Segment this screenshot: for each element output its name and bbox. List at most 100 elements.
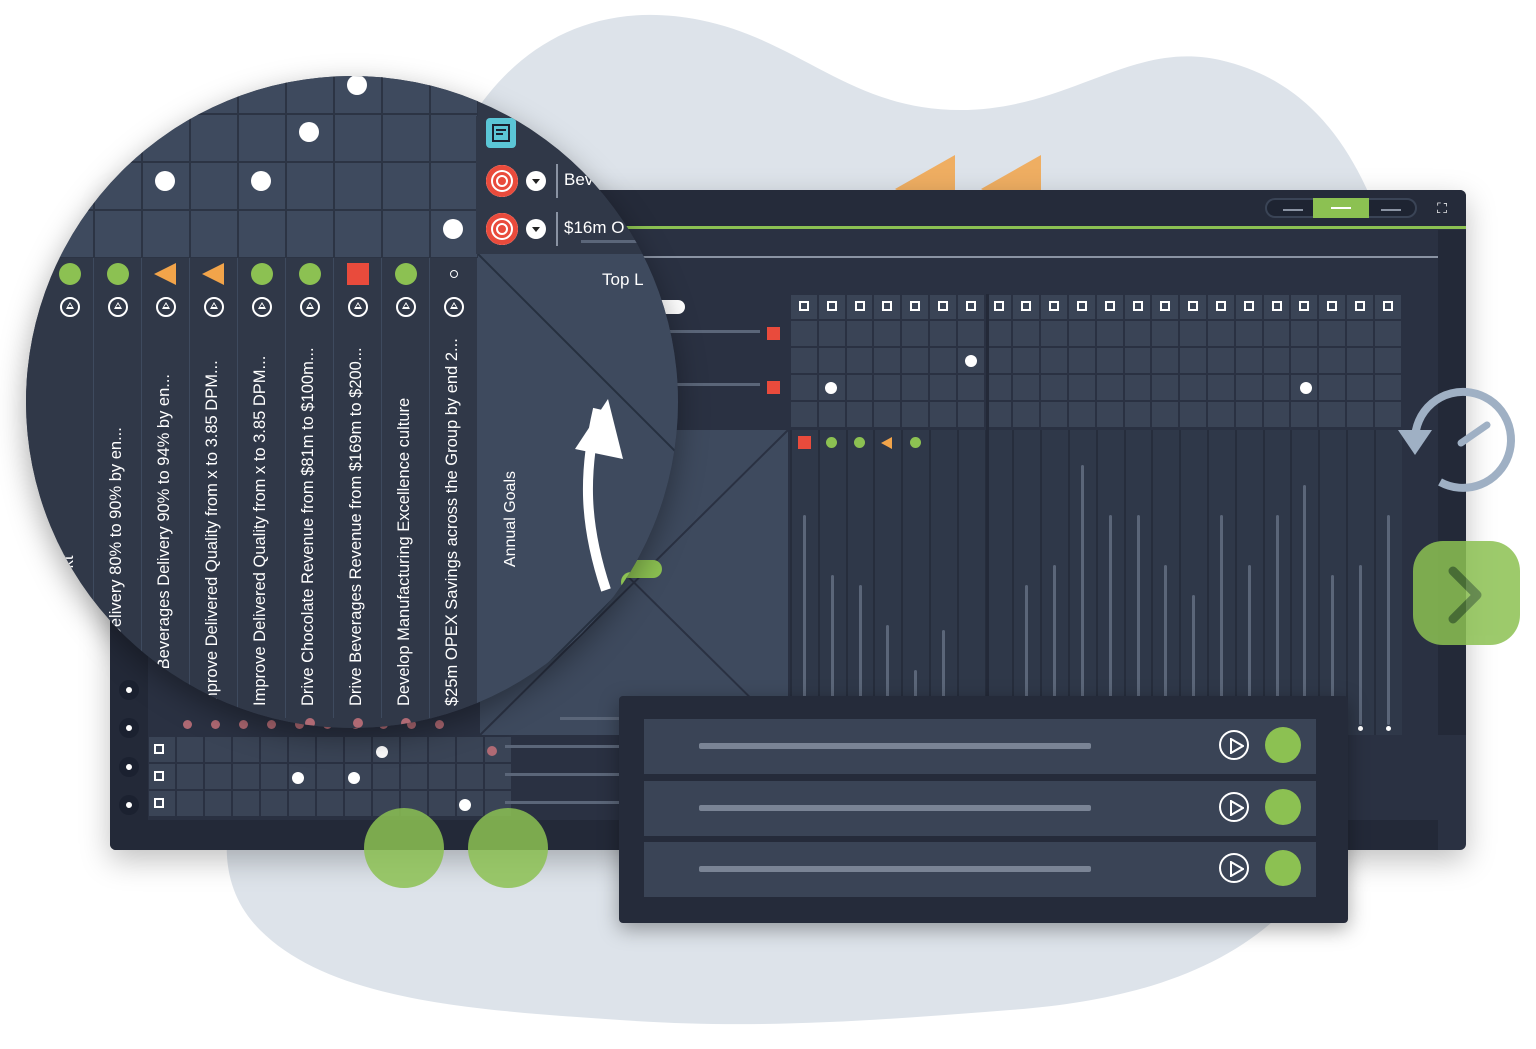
grid-cell xyxy=(817,347,846,374)
triangle-up-icon[interactable] xyxy=(252,297,272,317)
marker-dot xyxy=(348,772,360,784)
row-dot xyxy=(305,718,315,728)
view-toggle-active[interactable] xyxy=(1313,198,1369,218)
header-cell xyxy=(873,294,902,320)
checkbox[interactable] xyxy=(1077,301,1087,311)
next-button[interactable] xyxy=(1413,541,1520,645)
checkbox[interactable] xyxy=(1216,301,1226,311)
header-cell xyxy=(1123,294,1152,320)
triangle-up-icon[interactable] xyxy=(348,297,368,317)
checkbox[interactable] xyxy=(938,301,948,311)
triangle-up-icon[interactable] xyxy=(444,297,464,317)
column-divider xyxy=(1095,430,1098,735)
grid-cell xyxy=(1207,320,1235,347)
triangle-up-icon[interactable] xyxy=(204,297,224,317)
play-icon[interactable] xyxy=(1219,792,1249,822)
rail-button[interactable] xyxy=(119,757,139,777)
grid-cell xyxy=(1123,374,1152,401)
rail-button[interactable] xyxy=(119,795,139,815)
grid-cell xyxy=(956,320,985,347)
status-dot-green xyxy=(1265,850,1301,886)
grid-cell xyxy=(400,736,428,763)
checkbox[interactable] xyxy=(1299,301,1310,311)
triangle-up-icon[interactable] xyxy=(108,297,128,317)
checkbox[interactable] xyxy=(993,301,1004,311)
checkbox[interactable] xyxy=(854,301,865,311)
grid-cell xyxy=(316,736,344,763)
play-icon[interactable] xyxy=(1219,730,1249,760)
checkbox[interactable] xyxy=(1104,301,1115,311)
target-icon[interactable] xyxy=(486,165,518,197)
triangle-up-icon[interactable] xyxy=(60,297,80,317)
triangle-up-icon[interactable] xyxy=(300,297,320,317)
status-dot-green xyxy=(107,263,129,285)
target-icon[interactable] xyxy=(486,213,518,245)
grid-cell xyxy=(984,374,1013,401)
checkbox[interactable] xyxy=(826,301,837,311)
column-divider xyxy=(1234,430,1237,735)
fullscreen-icon[interactable]: ⛶ xyxy=(1437,200,1447,216)
chevron-down-icon[interactable] xyxy=(526,219,546,239)
column-divider xyxy=(1207,430,1209,735)
checkbox[interactable] xyxy=(154,744,164,754)
lens-grid-cell xyxy=(94,76,142,114)
checkbox[interactable] xyxy=(1021,301,1032,311)
grid-cell xyxy=(204,763,232,790)
history-icon[interactable] xyxy=(1395,385,1525,503)
grid-cell xyxy=(1068,374,1096,401)
panel-row[interactable] xyxy=(644,781,1316,836)
checkbox[interactable] xyxy=(1243,301,1254,311)
checkbox[interactable] xyxy=(1271,301,1282,311)
checkbox[interactable] xyxy=(1355,301,1365,311)
lens-grid-cell xyxy=(430,114,478,162)
chevron-down-icon[interactable] xyxy=(526,171,546,191)
checkbox[interactable] xyxy=(154,798,164,808)
grid-cell xyxy=(873,401,902,428)
value-bar xyxy=(942,630,945,725)
view-toggle xyxy=(1265,198,1417,218)
checkbox[interactable] xyxy=(1132,301,1143,311)
column-divider xyxy=(1151,430,1154,735)
lens-grid-cell xyxy=(46,76,94,114)
checkbox[interactable] xyxy=(965,301,976,311)
status-dot-green xyxy=(59,263,81,285)
divider xyxy=(580,256,1460,258)
grid-cell xyxy=(984,401,1013,428)
grid-cell xyxy=(1290,401,1319,428)
checkbox[interactable] xyxy=(1160,301,1171,311)
grid-cell xyxy=(1318,320,1346,347)
grid-cell xyxy=(260,763,288,790)
checkbox[interactable] xyxy=(910,301,921,311)
lens-grid-cell xyxy=(382,76,430,114)
checkbox[interactable] xyxy=(1188,301,1199,311)
grid-cell xyxy=(260,736,288,763)
toggle-switch[interactable] xyxy=(621,572,661,592)
notes-icon[interactable] xyxy=(486,118,516,148)
checkbox[interactable] xyxy=(1382,301,1393,311)
header-cell xyxy=(790,294,818,320)
grid-cell xyxy=(845,401,874,428)
value-bar xyxy=(1220,515,1223,725)
header-cell xyxy=(1040,294,1068,320)
grid-cell xyxy=(956,401,985,428)
lens-grid-cell xyxy=(94,114,142,162)
marker-dot xyxy=(459,799,471,811)
grid-cell xyxy=(1262,347,1291,374)
checkbox[interactable] xyxy=(882,301,893,311)
row-bar xyxy=(699,866,1091,872)
value-bar xyxy=(1025,585,1029,725)
triangle-up-icon[interactable] xyxy=(396,297,416,317)
status-dot-small xyxy=(450,270,458,278)
triangle-up-icon[interactable] xyxy=(156,297,176,317)
panel-row[interactable] xyxy=(644,719,1316,774)
play-icon[interactable] xyxy=(1219,853,1249,883)
checkbox[interactable] xyxy=(154,771,164,781)
checkbox[interactable] xyxy=(1327,301,1338,311)
grid-cell xyxy=(1012,401,1041,428)
checkbox[interactable] xyxy=(1049,301,1060,311)
panel-row[interactable] xyxy=(644,842,1316,897)
grid-cell xyxy=(1290,374,1319,401)
grid-cell xyxy=(204,790,232,817)
checkbox[interactable] xyxy=(799,301,809,311)
row-dot xyxy=(1358,726,1363,731)
